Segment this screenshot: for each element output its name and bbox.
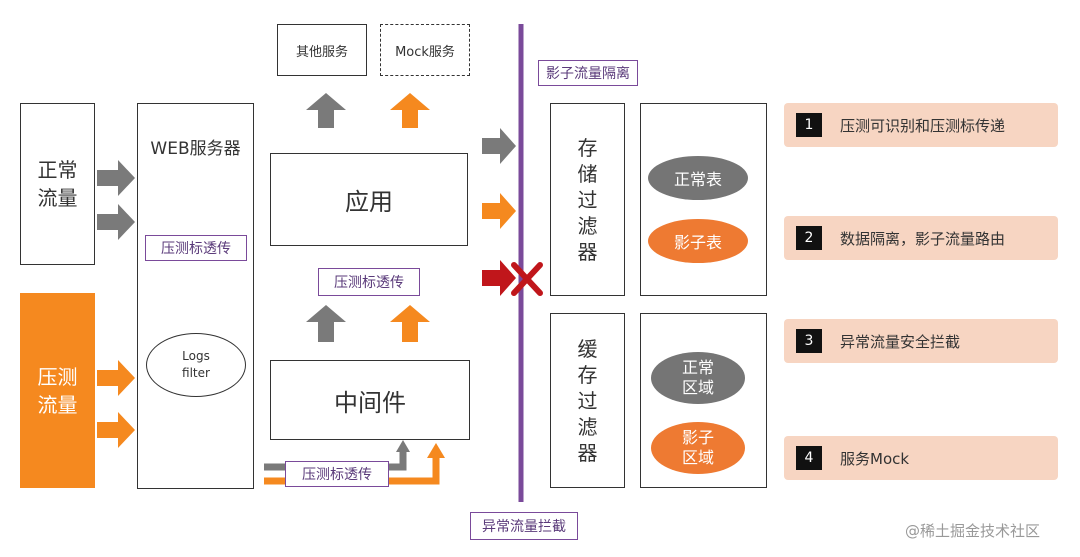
legend-number: 2 xyxy=(796,226,822,250)
normal-traffic-box: 正常流量 xyxy=(20,103,95,265)
arrow-bottom-gray-head xyxy=(396,440,410,452)
middleware-box: 中间件 xyxy=(270,360,470,440)
other-service-box: 其他服务 xyxy=(277,24,367,76)
shadow-area-oval: 影子区域 xyxy=(651,422,745,474)
cache-filter-label: 缓存过滤器 xyxy=(577,336,598,465)
shadow-isolation-tag: 影子流量隔离 xyxy=(538,60,638,86)
application-box: 应用 xyxy=(270,153,468,246)
legend-text: 压测可识别和压测标传递 xyxy=(840,116,1006,135)
web-server-title: WEB服务器 xyxy=(150,139,241,159)
stress-mark-tag-app: 压测标透传 xyxy=(318,268,420,296)
middleware-label: 中间件 xyxy=(334,388,406,417)
normal-table-oval: 正常表 xyxy=(648,156,748,200)
arrow-right-gray xyxy=(482,128,516,164)
stress-traffic-box: 压测流量 xyxy=(20,293,95,488)
legend-number: 3 xyxy=(796,329,822,353)
storage-filter-label: 存储过滤器 xyxy=(577,135,598,264)
arrow-stress-1 xyxy=(97,360,135,396)
legend-item-3: 3 异常流量安全拦截 xyxy=(784,319,1058,363)
logs-filter-oval: Logs filter xyxy=(146,333,246,397)
legend-text: 数据隔离，影子流量路由 xyxy=(840,229,1006,248)
arrow-right-orange xyxy=(482,193,516,229)
stress-mark-tag-web: 压测标透传 xyxy=(145,235,247,261)
stress-traffic-label: 压测流量 xyxy=(37,364,78,417)
storage-filter-box: 存储过滤器 xyxy=(550,103,625,296)
logs-filter-label: Logs filter xyxy=(182,349,210,380)
shadow-table-oval: 影子表 xyxy=(648,219,748,263)
arrow-normal-2 xyxy=(97,204,135,240)
arrow-up-gray-top xyxy=(306,93,346,128)
arrow-right-red xyxy=(482,260,516,296)
arrow-up-orange-top xyxy=(390,93,430,128)
application-label: 应用 xyxy=(345,188,393,216)
arrow-bottom-orange-head xyxy=(427,443,445,458)
shadow-area-label: 影子区域 xyxy=(681,428,714,467)
blocked-x-icon xyxy=(511,262,543,296)
legend-item-4: 4 服务Mock xyxy=(784,436,1058,480)
legend-item-1: 1 压测可识别和压测标传递 xyxy=(784,103,1058,147)
mock-service-box: Mock服务 xyxy=(380,24,470,76)
normal-traffic-label: 正常流量 xyxy=(37,158,78,210)
legend-text: 服务Mock xyxy=(840,449,910,468)
mock-service-label: Mock服务 xyxy=(395,44,455,60)
arrow-stress-2 xyxy=(97,412,135,448)
normal-area-label: 正常区域 xyxy=(681,358,714,397)
normal-area-oval: 正常区域 xyxy=(651,352,745,404)
watermark: @稀土掘金技术社区 xyxy=(905,522,1041,540)
legend-number: 4 xyxy=(796,446,822,470)
abnormal-intercept-tag: 异常流量拦截 xyxy=(470,512,578,540)
arrow-up-gray-mid xyxy=(306,305,346,342)
stress-mark-tag-bottom: 压测标透传 xyxy=(285,461,389,487)
legend-item-2: 2 数据隔离，影子流量路由 xyxy=(784,216,1058,260)
arrow-up-orange-mid xyxy=(390,305,430,342)
arrow-normal-1 xyxy=(97,160,135,196)
cache-filter-box: 缓存过滤器 xyxy=(550,313,625,488)
web-server-box: WEB服务器 xyxy=(137,103,254,489)
legend-text: 异常流量安全拦截 xyxy=(840,332,961,351)
legend-number: 1 xyxy=(796,113,822,137)
other-service-label: 其他服务 xyxy=(295,44,348,60)
